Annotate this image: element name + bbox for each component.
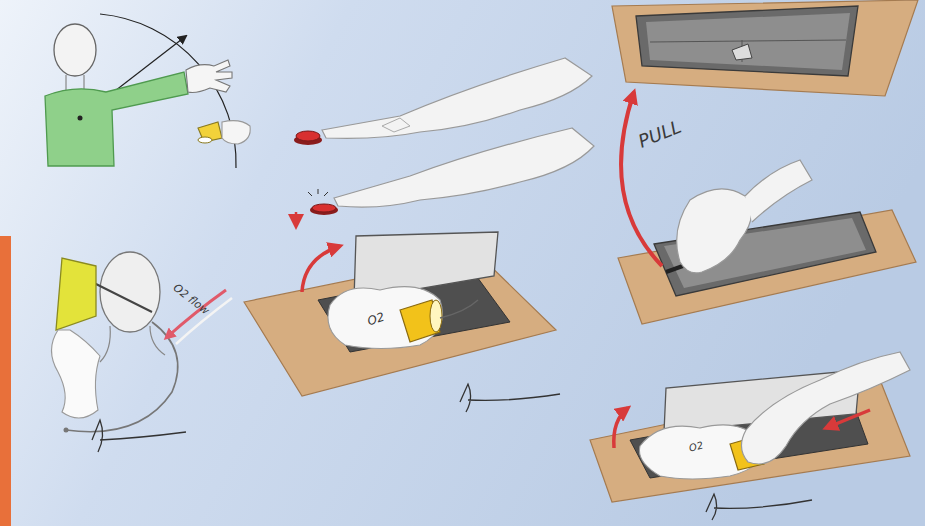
pull-handle-stroke [677,189,752,273]
take-mask [590,352,910,520]
pull-handle [618,92,916,324]
person-arm-sweep-stroke [78,116,83,121]
closed-panel [612,0,918,96]
closed-panel-stroke [650,40,846,62]
person-with-mask-stroke [56,258,96,330]
opened-compartment-stroke [328,287,443,349]
person-arm-sweep-stroke [222,121,250,144]
button-press-stroke [296,131,320,141]
handwritten-label: O2 [366,311,386,328]
opened-compartment-stroke [440,300,478,318]
person-arm-sweep-stroke [54,24,96,76]
pull-handle-stroke [618,210,916,324]
button-press-stroke [334,128,594,207]
opened-compartment [244,232,560,412]
person-arm-sweep [45,14,250,168]
handwritten-label: O2 [688,440,704,453]
person-with-mask-stroke [64,428,69,433]
closed-panel-stroke [612,0,918,96]
person-with-mask-stroke [100,326,165,362]
person-arm-sweep-stroke [45,72,188,166]
person-arm-sweep-stroke [198,122,222,142]
button-press-stroke [295,212,298,226]
person-with-mask-stroke [92,282,152,312]
button-press-stroke [322,58,592,138]
closed-panel-stroke [732,44,752,60]
button-press-stroke [310,205,338,215]
person-arm-sweep-stroke [66,75,84,90]
person-with-mask-stroke [100,252,160,332]
handwritten-label: PULL [636,117,684,150]
take-mask-stroke [706,494,812,520]
opened-compartment-stroke [302,246,340,292]
take-mask-stroke [614,408,628,448]
person-arm-sweep-stroke [186,60,232,93]
button-press-stroke [382,118,410,132]
person-with-mask-stroke [52,330,101,418]
pull-handle-stroke [621,92,662,266]
pull-handle-stroke [745,160,812,222]
opened-compartment-stroke [460,384,560,412]
side-bar [0,236,11,526]
take-mask-stroke [741,352,910,464]
person-with-mask-stroke [66,322,178,432]
person-with-mask [52,252,233,452]
person-with-mask-stroke [92,420,186,452]
closed-panel-stroke [646,13,850,70]
opened-compartment-stroke [430,300,442,332]
person-arm-sweep-stroke [198,137,212,143]
handwritten-label: O2 flow [171,282,211,317]
take-mask-stroke [826,410,870,428]
button-press [294,58,594,226]
button-press-stroke [312,204,336,212]
closed-panel-stroke [636,6,858,76]
button-press-stroke [308,189,328,196]
